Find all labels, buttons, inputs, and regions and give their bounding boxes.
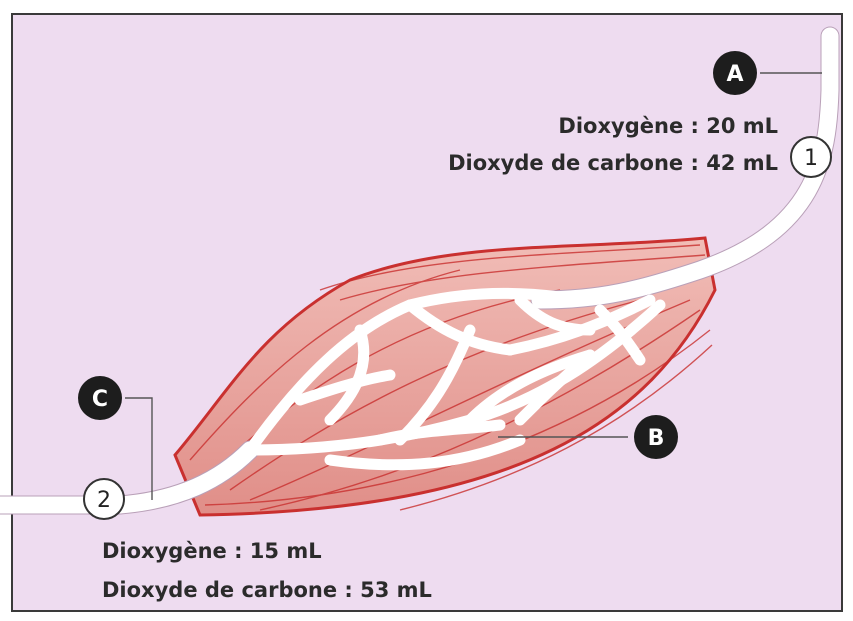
point-2-label: 2 bbox=[97, 488, 111, 513]
marker-b-label: B bbox=[648, 426, 665, 451]
point1-co2-text: Dioxyde de carbone : 42 mL bbox=[448, 151, 778, 175]
marker-a: A bbox=[713, 51, 757, 95]
point-1-label: 1 bbox=[804, 146, 818, 171]
point1-oxygen-text: Dioxygène : 20 mL bbox=[558, 114, 778, 138]
marker-c: C bbox=[78, 376, 122, 420]
point-1: 1 bbox=[791, 137, 831, 177]
point-2: 2 bbox=[84, 479, 124, 519]
marker-b: B bbox=[634, 415, 678, 459]
marker-c-label: C bbox=[92, 387, 108, 412]
point2-co2-text: Dioxyde de carbone : 53 mL bbox=[102, 578, 432, 602]
marker-a-label: A bbox=[726, 62, 743, 87]
point2-oxygen-text: Dioxygène : 15 mL bbox=[102, 539, 322, 563]
